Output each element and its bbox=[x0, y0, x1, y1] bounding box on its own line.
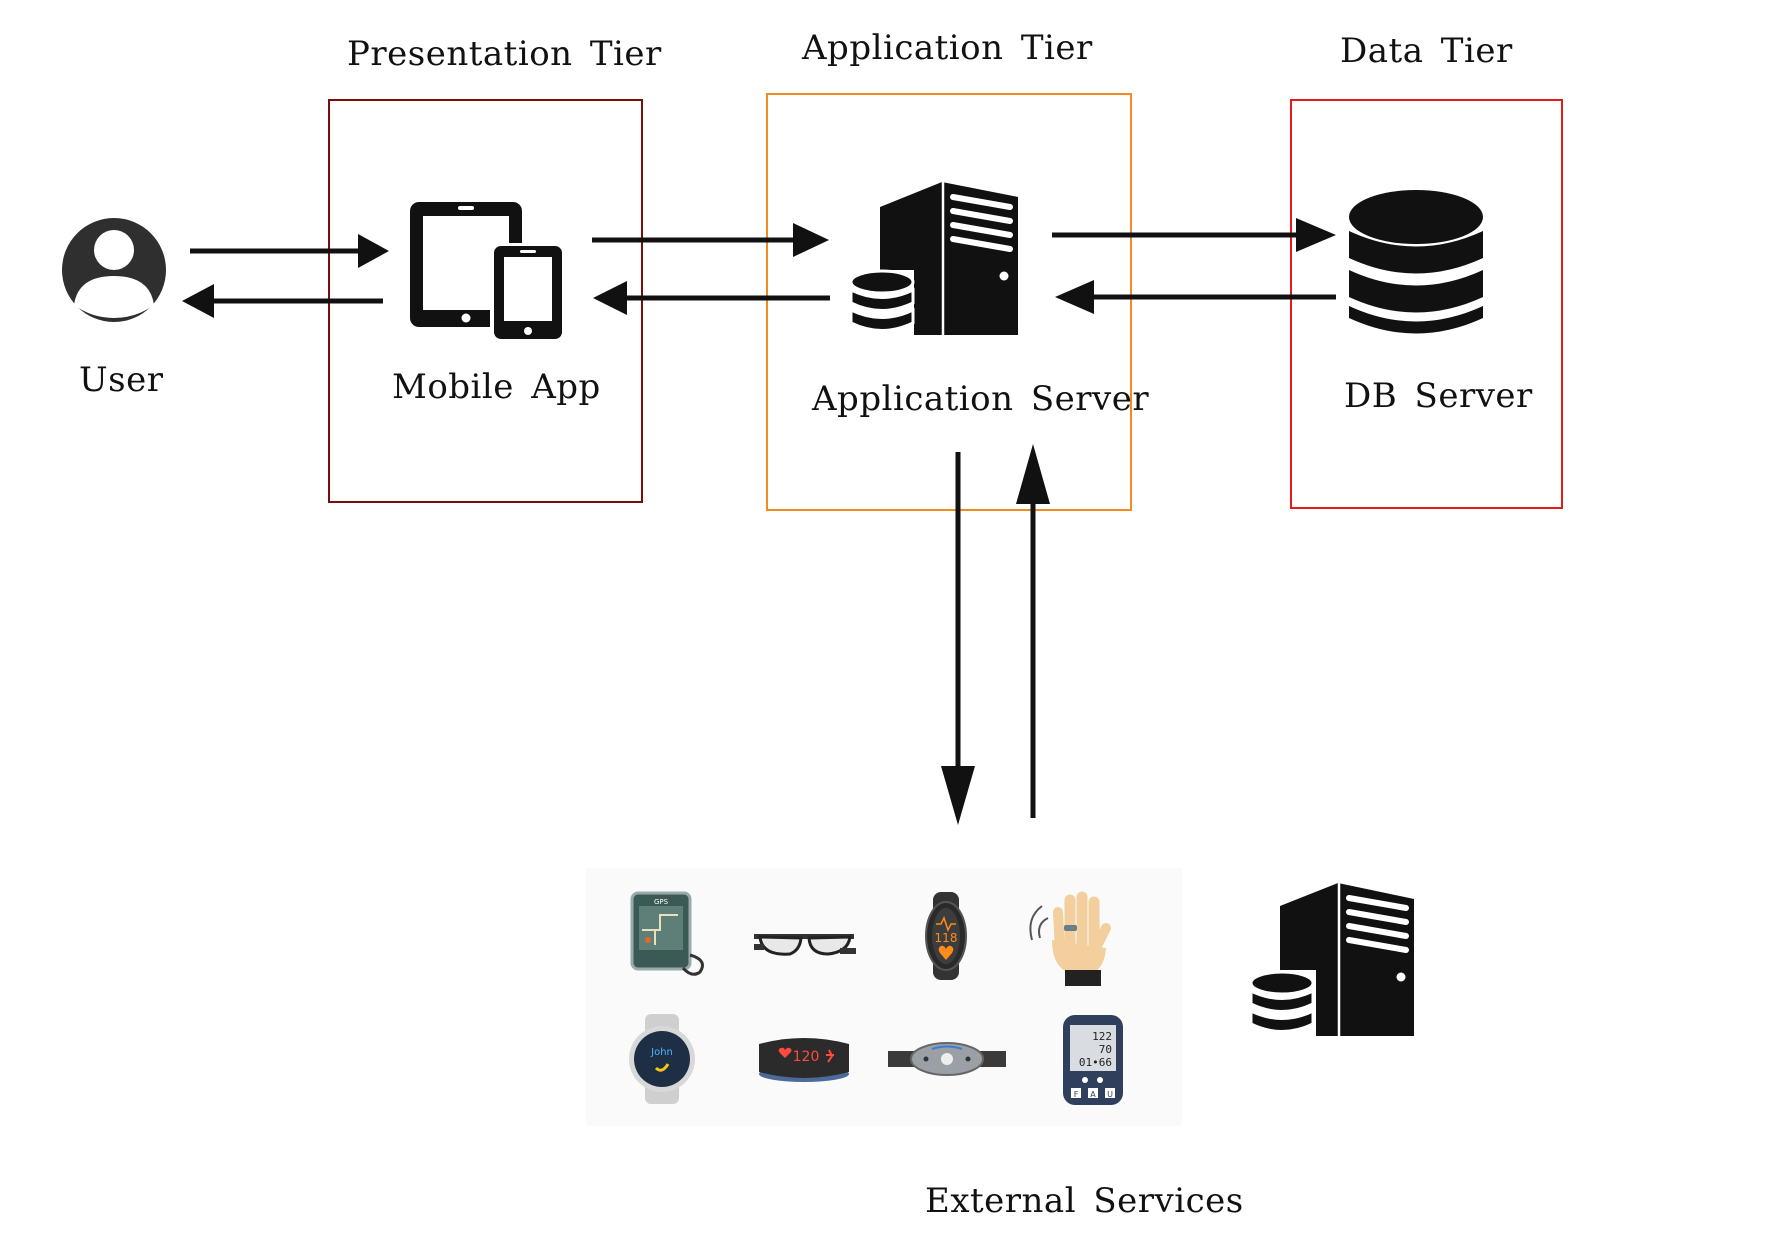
bp-pulse: 01•66 bbox=[1079, 1056, 1112, 1069]
mobile-app-label: Mobile App bbox=[392, 367, 601, 407]
bp-button-f: F bbox=[1074, 1090, 1079, 1099]
application-tier-title: Application Tier bbox=[802, 28, 1093, 68]
smart-glasses-icon bbox=[754, 934, 856, 956]
heart-rate-band-icon: 118 bbox=[925, 892, 967, 980]
band-heart-rate: 118 bbox=[935, 931, 958, 945]
bp-systolic: 122 bbox=[1092, 1030, 1112, 1043]
data-tier-title: Data Tier bbox=[1340, 31, 1513, 71]
presentation-tier-box bbox=[328, 99, 643, 503]
gps-label: GPS bbox=[654, 898, 669, 906]
external-server-icon bbox=[1249, 883, 1414, 1044]
app-server-label: Application Server bbox=[812, 379, 1150, 419]
presentation-tier-title: Presentation Tier bbox=[347, 34, 662, 74]
bp-diastolic: 70 bbox=[1099, 1043, 1112, 1056]
fitness-band-icon: 120 bbox=[759, 1038, 849, 1082]
application-tier-box bbox=[766, 93, 1132, 511]
wearable-devices-icon: GPS 118 bbox=[586, 868, 1182, 1126]
db-server-label: DB Server bbox=[1344, 376, 1533, 416]
chest-strap-sensor-icon bbox=[888, 1042, 1006, 1076]
bp-button-u: U bbox=[1107, 1090, 1113, 1099]
data-tier-box bbox=[1290, 99, 1563, 509]
blood-pressure-monitor-icon: 122 70 01•66 F A U bbox=[1063, 1015, 1123, 1105]
watch-contact-name: John bbox=[650, 1047, 673, 1058]
fitband-readout: 120 bbox=[793, 1049, 820, 1065]
user-icon bbox=[62, 218, 166, 322]
bp-button-a: A bbox=[1090, 1090, 1096, 1099]
user-label: User bbox=[79, 360, 164, 400]
smart-ring-hand-icon bbox=[1029, 891, 1111, 986]
external-services-label: External Services bbox=[925, 1181, 1244, 1221]
gps-watch-icon: GPS bbox=[630, 891, 704, 976]
smartwatch-icon: John bbox=[629, 1014, 695, 1104]
